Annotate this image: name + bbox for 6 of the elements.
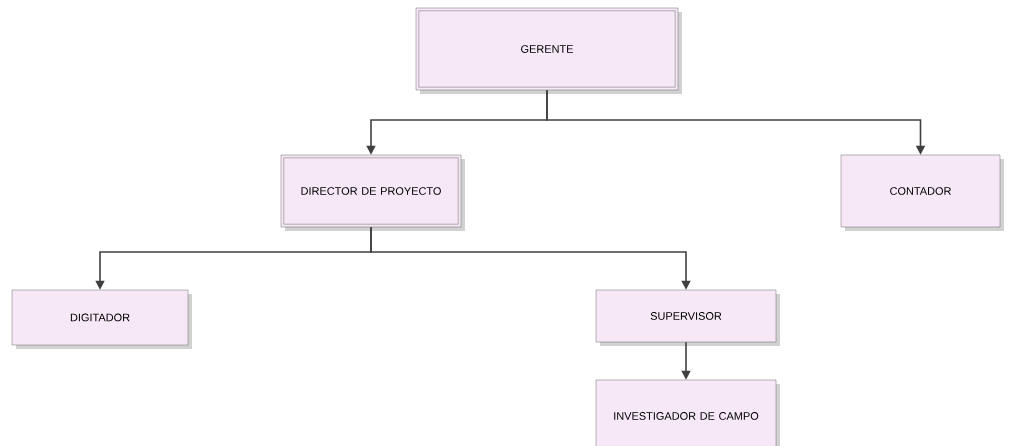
org-box: SUPERVISOR	[595, 289, 780, 346]
org-box: INVESTIGADOR DE CAMPO	[595, 379, 780, 446]
org-box: GERENTE	[415, 7, 682, 94]
org-box: DIGITADOR	[11, 289, 192, 349]
org-box: DIRECTOR DE PROYECTO	[280, 154, 465, 231]
org-box: CONTADOR	[840, 154, 1004, 231]
